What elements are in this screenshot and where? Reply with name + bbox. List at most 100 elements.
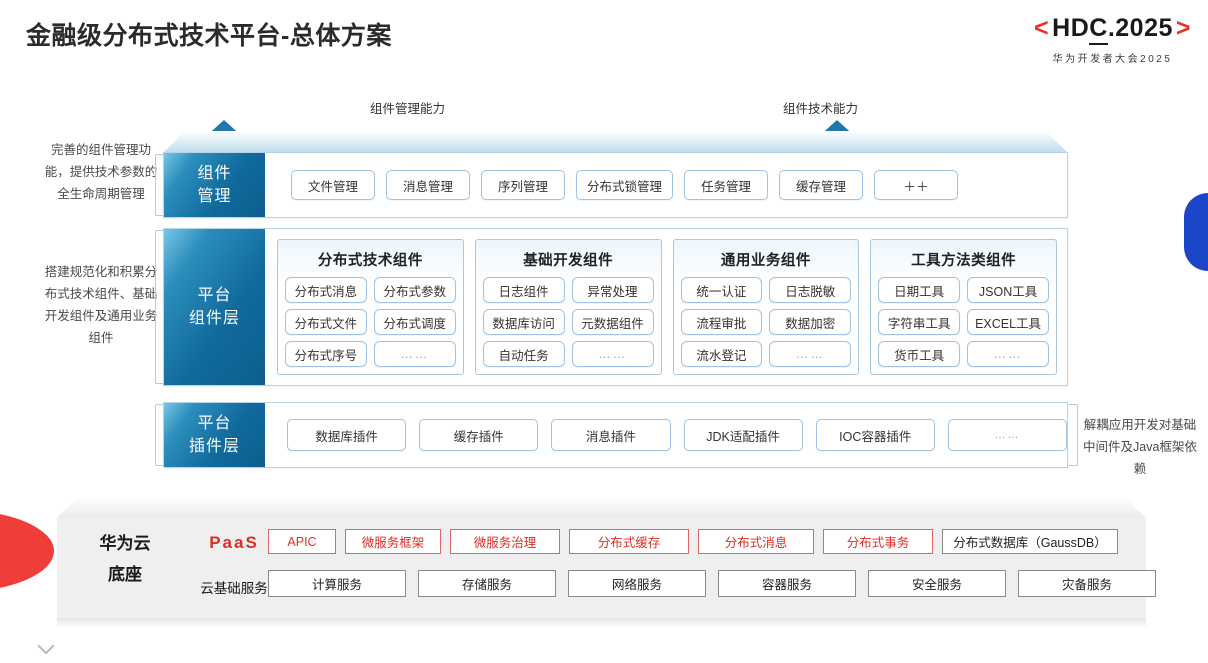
bracket-platform-plugin-right — [1069, 404, 1078, 466]
chip-distributed-sequence[interactable]: 分布式序号 — [285, 341, 367, 367]
chip-container-service[interactable]: 容器服务 — [718, 570, 856, 597]
chip-task-management[interactable]: 任务管理 — [684, 170, 769, 200]
cloud-service-row: 计算服务 存储服务 网络服务 容器服务 安全服务 灾备服务 — [268, 570, 1156, 597]
chip-microservice-framework[interactable]: 微服务框架 — [345, 529, 441, 554]
group-grid-general-business: 统一认证 日志脱敏 流程审批 数据加密 流水登记 …… — [680, 277, 852, 367]
paas-service-row: APIC 微服务框架 微服务治理 分布式缓存 分布式消息 分布式事务 分布式数据… — [268, 529, 1118, 554]
chip-distributed-file[interactable]: 分布式文件 — [285, 309, 367, 335]
chip-utility-more[interactable]: …… — [967, 341, 1049, 367]
chip-distributed-transaction[interactable]: 分布式事务 — [823, 529, 933, 554]
chip-process-approval[interactable]: 流程审批 — [680, 309, 763, 335]
chip-transaction-registration[interactable]: 流水登记 — [680, 341, 763, 367]
chip-distributed-parameter[interactable]: 分布式参数 — [373, 277, 456, 303]
side-note-platform-plugin: 解耦应用开发对基础中间件及Java框架依赖 — [1083, 418, 1197, 476]
chip-distributed-message-paas[interactable]: 分布式消息 — [698, 529, 814, 554]
layer-label-platform-component: 平台 组件层 — [164, 229, 265, 385]
chip-compute-service[interactable]: 计算服务 — [268, 570, 406, 597]
page-title: 金融级分布式技术平台-总体方案 — [26, 22, 392, 50]
chip-network-service[interactable]: 网络服务 — [568, 570, 706, 597]
red-wedge-decoration — [0, 510, 54, 592]
side-note-platform-component: 搭建规范化和积累分布式技术组件、基础开发组件及通用业务组件 — [44, 265, 158, 345]
chip-distributed-more[interactable]: …… — [373, 341, 456, 367]
chip-excel-tool[interactable]: EXCEL工具 — [967, 309, 1049, 335]
chip-file-management[interactable]: 文件管理 — [291, 170, 375, 200]
chip-exception-handling[interactable]: 异常处理 — [571, 277, 654, 303]
group-general-business: 通用业务组件 统一认证 日志脱敏 流程审批 数据加密 流水登记 …… — [672, 239, 860, 375]
layer-label-component-management: 组件 管理 — [164, 153, 265, 217]
base-drop-shadow — [57, 618, 1146, 628]
chip-distributed-lock-management[interactable]: 分布式锁管理 — [576, 170, 674, 200]
corner-tick-decoration — [37, 637, 55, 655]
chip-log-component[interactable]: 日志组件 — [482, 277, 565, 303]
group-title-basic-development: 基础开发组件 — [523, 253, 614, 269]
paas-row-label: PaaS — [209, 533, 259, 552]
chip-automatic-task[interactable]: 自动任务 — [482, 341, 565, 367]
chip-message-plugin[interactable]: 消息插件 — [551, 419, 671, 451]
layer-label-platform-plugin: 平台 插件层 — [164, 403, 265, 467]
chip-plugin-more[interactable]: …… — [947, 419, 1068, 451]
layer-body-component-management: 文件管理 消息管理 序列管理 分布式锁管理 任务管理 缓存管理 ＋＋ — [265, 153, 1067, 217]
group-title-distributed-technology: 分布式技术组件 — [317, 253, 423, 269]
chip-date-tool[interactable]: 日期工具 — [878, 277, 961, 303]
group-grid-utility-methods: 日期工具 JSON工具 字符串工具 EXCEL工具 货币工具 …… — [878, 277, 1049, 367]
chip-security-service[interactable]: 安全服务 — [868, 570, 1006, 597]
chip-distributed-scheduling[interactable]: 分布式调度 — [373, 309, 456, 335]
blue-semicircle-decoration — [1184, 193, 1208, 271]
brand-c: C — [1089, 14, 1108, 45]
brand-wordmark: <HDC.2025> — [1031, 14, 1194, 45]
chip-ioc-container-plugin[interactable]: IOC容器插件 — [815, 419, 935, 451]
chip-metadata-component[interactable]: 元数据组件 — [571, 309, 654, 335]
layer-platform-plugin: 平台 插件层 数据库插件 缓存插件 消息插件 JDK适配插件 IOC容器插件 …… — [163, 402, 1068, 468]
perspective-band-top — [163, 131, 1068, 153]
chip-more-plus[interactable]: ＋＋ — [874, 170, 959, 200]
hdc-brand-logo: <HDC.2025> 华为开发者大会2025 — [1031, 14, 1194, 65]
group-basic-development: 基础开发组件 日志组件 异常处理 数据库访问 元数据组件 自动任务 …… — [474, 239, 662, 375]
chip-sequence-management[interactable]: 序列管理 — [481, 170, 565, 200]
chip-disaster-recovery-service[interactable]: 灾备服务 — [1018, 570, 1156, 597]
brand-hd: HD — [1052, 14, 1090, 42]
layer-body-platform-component: 分布式技术组件 分布式消息 分布式参数 分布式文件 分布式调度 分布式序号 ……… — [265, 229, 1067, 385]
bracket-component-management — [155, 154, 164, 216]
layer-body-platform-plugin: 数据库插件 缓存插件 消息插件 JDK适配插件 IOC容器插件 …… — [265, 403, 1068, 467]
chip-log-desensitization[interactable]: 日志脱敏 — [769, 277, 852, 303]
chip-distributed-message[interactable]: 分布式消息 — [285, 277, 367, 303]
chip-cache-management[interactable]: 缓存管理 — [779, 170, 864, 200]
chip-microservice-governance[interactable]: 微服务治理 — [450, 529, 560, 554]
chip-basic-development-more[interactable]: …… — [571, 341, 654, 367]
group-title-utility-methods: 工具方法类组件 — [911, 253, 1017, 269]
bracket-right-icon: > — [1175, 14, 1191, 42]
base-caption: 华为云 底座 — [99, 534, 151, 585]
component-group-container: 分布式技术组件 分布式消息 分布式参数 分布式文件 分布式调度 分布式序号 ……… — [265, 232, 1067, 382]
group-distributed-technology: 分布式技术组件 分布式消息 分布式参数 分布式文件 分布式调度 分布式序号 …… — [277, 239, 464, 375]
chip-database-plugin[interactable]: 数据库插件 — [287, 419, 407, 451]
base-perspective-top — [57, 496, 1146, 518]
chip-string-tool[interactable]: 字符串工具 — [878, 309, 961, 335]
arrow-label-component-management: 组件管理能力 — [370, 102, 446, 116]
layer-platform-component: 平台 组件层 分布式技术组件 分布式消息 分布式参数 分布式文件 分布式调度 分… — [163, 228, 1068, 386]
group-grid-basic-development: 日志组件 异常处理 数据库访问 元数据组件 自动任务 …… — [482, 277, 654, 367]
chip-unified-authentication[interactable]: 统一认证 — [680, 277, 763, 303]
group-grid-distributed-technology: 分布式消息 分布式参数 分布式文件 分布式调度 分布式序号 …… — [285, 277, 456, 367]
group-utility-methods: 工具方法类组件 日期工具 JSON工具 字符串工具 EXCEL工具 货币工具 …… — [870, 239, 1057, 375]
component-management-chip-row: 文件管理 消息管理 序列管理 分布式锁管理 任务管理 缓存管理 ＋＋ — [265, 170, 959, 200]
bracket-platform-plugin — [155, 404, 164, 466]
arrow-label-component-technology: 组件技术能力 — [783, 102, 859, 116]
bracket-platform-component — [155, 230, 164, 384]
chip-jdk-adapter-plugin[interactable]: JDK适配插件 — [683, 419, 803, 451]
chip-distributed-cache[interactable]: 分布式缓存 — [569, 529, 689, 554]
chip-data-encryption[interactable]: 数据加密 — [769, 309, 852, 335]
chip-message-management[interactable]: 消息管理 — [386, 170, 470, 200]
chip-currency-tool[interactable]: 货币工具 — [878, 341, 961, 367]
chip-general-business-more[interactable]: …… — [769, 341, 852, 367]
chip-database-access[interactable]: 数据库访问 — [482, 309, 565, 335]
chip-json-tool[interactable]: JSON工具 — [967, 277, 1049, 303]
brand-year: .2025 — [1107, 14, 1173, 42]
chip-cache-plugin[interactable]: 缓存插件 — [419, 419, 539, 451]
brand-subtitle: 华为开发者大会2025 — [1052, 54, 1173, 65]
chip-distributed-database-gaussdb[interactable]: 分布式数据库（GaussDB） — [942, 529, 1118, 554]
chip-storage-service[interactable]: 存储服务 — [418, 570, 556, 597]
chip-apic[interactable]: APIC — [268, 529, 336, 554]
layer-component-management: 组件 管理 文件管理 消息管理 序列管理 分布式锁管理 任务管理 缓存管理 ＋＋ — [163, 152, 1068, 218]
side-note-component-management: 完善的组件管理功能，提供技术参数的全生命周期管理 — [44, 143, 158, 201]
